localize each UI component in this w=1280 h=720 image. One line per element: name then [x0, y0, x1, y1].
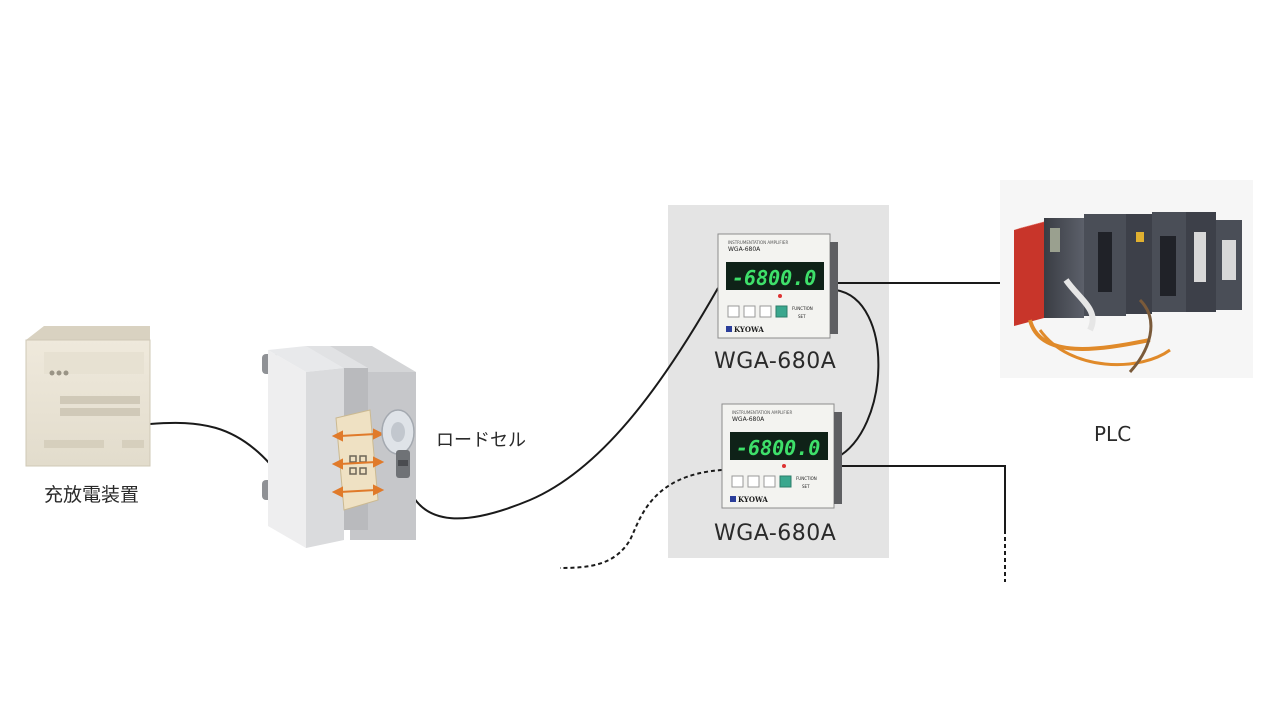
wga2-reading: -6800.0: [736, 436, 820, 460]
cable-wga2-to-next: [836, 465, 1006, 530]
cables-continuation: [559, 469, 1006, 582]
wga2-display: [730, 432, 828, 460]
wga1-key-3[interactable]: [759, 305, 772, 318]
load-cell: [381, 409, 415, 478]
wga-instrument-2-label: WGA-680A: [714, 521, 837, 546]
plc-unit: [1000, 180, 1253, 378]
wga1-brand: KYOWA: [734, 325, 764, 334]
wga-instrument-1-label: WGA-680A: [714, 349, 837, 374]
wga2-set-label: SET: [802, 484, 810, 489]
wga1-panel-model: WGA-680A: [728, 246, 761, 253]
wga2-brand: KYOWA: [738, 495, 768, 504]
plc-label: PLC: [1094, 422, 1132, 446]
load-cell-label: ロードセル: [436, 430, 526, 451]
wga2-key-1[interactable]: [731, 475, 744, 488]
svg-text:INSTRUMENTATION AMPLIFIER: INSTRUMENTATION AMPLIFIER: [732, 410, 792, 415]
cables: [149, 282, 1006, 530]
expansion-arrows: [331, 428, 385, 498]
cable-loadcell-to-wga1: [405, 287, 719, 520]
wga1-set-label: SET: [798, 314, 806, 319]
wga1-reading: -6800.0: [732, 266, 816, 290]
cable-dashed-left: [559, 469, 723, 569]
wga2-key-2[interactable]: [747, 475, 760, 488]
wga1-key-4[interactable]: [775, 305, 788, 318]
cable-wga1-to-wga2: [835, 289, 880, 459]
wga2-function-label: FUNCTION: [796, 476, 817, 481]
charger-label: 充放電装置: [44, 484, 140, 506]
wga2-panel-model: WGA-680A: [732, 416, 765, 423]
cable-charger-to-fixture: [149, 421, 271, 465]
battery-fixture: [262, 346, 416, 548]
wga-instrument-1: INSTRUMENTATION AMPLIFIER WGA-680A -6800…: [717, 233, 838, 339]
wga2-key-3[interactable]: [763, 475, 776, 488]
wga2-key-4[interactable]: [779, 475, 792, 488]
wga-instrument-2: INSTRUMENTATION AMPLIFIER WGA-680A -6800…: [721, 403, 842, 509]
charger-cabinet: [25, 326, 151, 467]
wga1-function-label: FUNCTION: [792, 306, 813, 311]
wga1-key-2[interactable]: [743, 305, 756, 318]
wga1-display: [726, 262, 824, 290]
svg-text:INSTRUMENTATION AMPLIFIER: INSTRUMENTATION AMPLIFIER: [728, 240, 788, 245]
wga1-key-1[interactable]: [727, 305, 740, 318]
